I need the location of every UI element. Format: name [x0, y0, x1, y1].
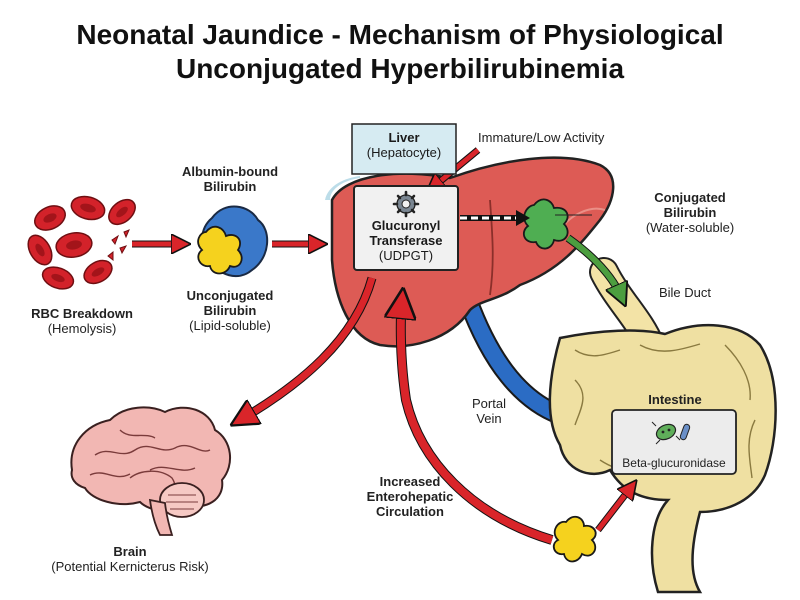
- title-line-1: Neonatal Jaundice - Mechanism of Physiol…: [76, 19, 724, 50]
- albumin-bilirubin-molecule: [197, 205, 269, 278]
- liver-title: Liver: [388, 130, 420, 145]
- liver-label: Liver (Hepatocyte): [352, 130, 456, 160]
- rbc-breakdown-sub: (Hemolysis): [47, 321, 117, 336]
- brain-label: Brain (Potential Kernicterus Risk): [30, 544, 230, 574]
- beta-glucuronidase-label: Beta-glucuronidase: [622, 456, 726, 470]
- enzyme-box: [353, 185, 459, 271]
- unconjugated-label: Unconjugated Bilirubin (Lipid-soluble): [175, 288, 285, 333]
- albumin-line-1: Albumin-bound: [181, 164, 279, 179]
- brain-sub: (Potential Kernicterus Risk): [51, 559, 209, 574]
- arrow-enterohepatic-circulation: [401, 300, 554, 545]
- conjugated-line-2: Bilirubin: [663, 205, 717, 220]
- intestine-title: Intestine: [648, 392, 702, 407]
- portal-vein: [458, 296, 564, 425]
- enterohepatic-label: Increased Enterohepatic Circulation: [355, 474, 465, 519]
- page-title: Neonatal Jaundice - Mechanism of Physiol…: [0, 18, 800, 86]
- liver-sub: (Hepatocyte): [366, 145, 442, 160]
- beta-glucuronidase-box: [611, 409, 737, 475]
- rbc-cluster: [27, 195, 136, 290]
- conjugated-sub: (Water-soluble): [645, 220, 735, 235]
- portal-line-1: Portal: [472, 396, 506, 411]
- arrow-conjugated-to-bile-duct: [565, 234, 622, 298]
- gear-icon: [392, 190, 420, 218]
- entero-line-3: Circulation: [376, 504, 444, 519]
- unconjugated-line-1: Unconjugated: [186, 288, 274, 303]
- immature-activity-label: Immature/Low Activity: [478, 130, 605, 145]
- entero-line-1: Increased: [379, 474, 441, 489]
- arrow-beta-to-bilirubin: [595, 486, 632, 533]
- conjugated-label: Conjugated Bilirubin (Water-soluble): [620, 190, 760, 235]
- conjugated-line-1: Conjugated: [654, 190, 726, 205]
- albumin-line-2: Bilirubin: [203, 179, 257, 194]
- arrow-enzyme-to-conjugated: [460, 210, 530, 226]
- enzyme-line-3: (UDPGT): [378, 248, 434, 263]
- brain-shape: [70, 406, 232, 536]
- albumin-bound-label: Albumin-bound Bilirubin: [180, 164, 280, 194]
- entero-line-2: Enterohepatic: [366, 489, 454, 504]
- unconjugated-sub: (Lipid-soluble): [189, 318, 271, 333]
- portal-vein-label: Portal Vein: [464, 396, 514, 426]
- brain-title: Brain: [113, 544, 147, 559]
- title-line-2: Unconjugated Hyperbilirubinemia: [175, 53, 625, 84]
- unconjugated-line-2: Bilirubin: [203, 303, 257, 318]
- bacteria-icon: [651, 421, 691, 445]
- liver-label-box: [351, 123, 457, 175]
- rbc-breakdown-label: RBC Breakdown (Hemolysis): [22, 306, 142, 336]
- portal-line-2: Vein: [476, 411, 502, 426]
- intestine-label: Intestine: [620, 392, 730, 407]
- rbc-breakdown-title: RBC Breakdown: [31, 306, 133, 321]
- conjugated-bilirubin-molecule: [522, 198, 569, 250]
- enzyme-line-2: Transferase: [369, 233, 443, 248]
- arrow-liver-to-brain: [240, 276, 377, 420]
- enzyme-line-1: Glucuronyl: [371, 218, 441, 233]
- recirculating-bilirubin-molecule: [552, 515, 597, 563]
- bile-duct-label: Bile Duct: [658, 285, 712, 300]
- enzyme-label: Glucuronyl Transferase (UDPGT): [354, 218, 458, 263]
